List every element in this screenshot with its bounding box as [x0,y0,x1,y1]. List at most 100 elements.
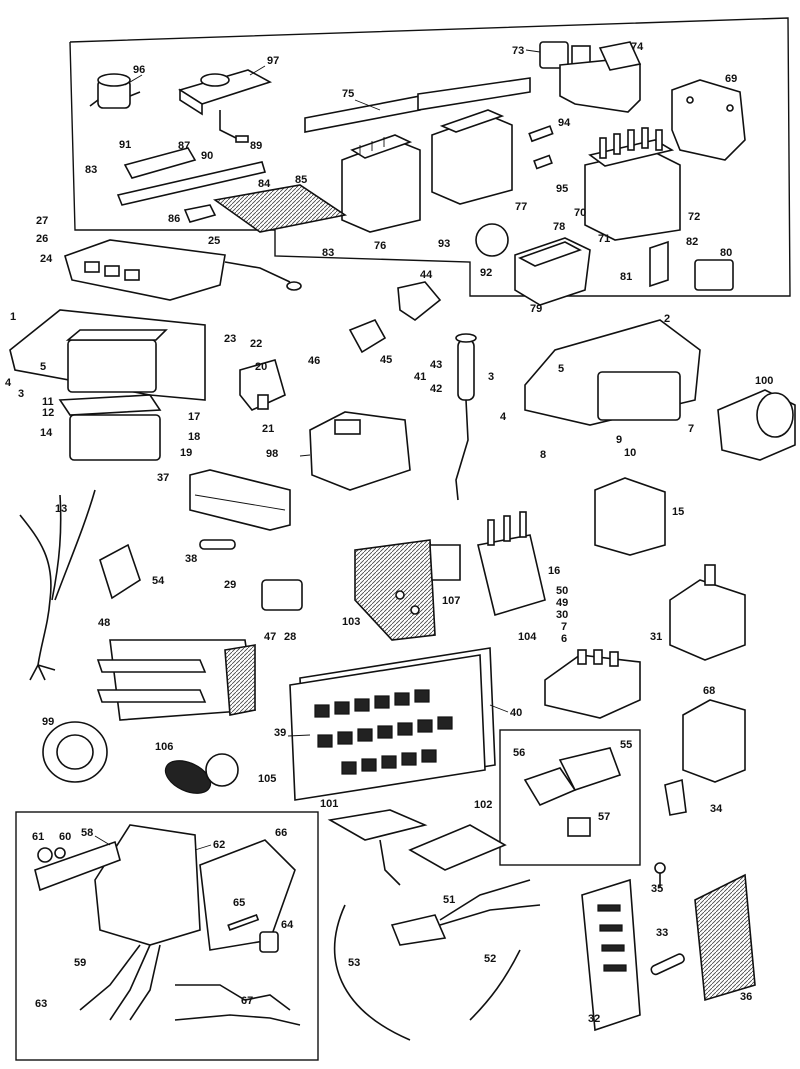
callout-106: 106 [155,741,173,753]
callout-4b: 4 [500,411,507,423]
callout-89: 89 [250,140,262,152]
part-20-21-plug [239,359,286,411]
part-54-switch [99,543,141,600]
part-13-harness [19,489,96,681]
part-31-relay [669,564,746,661]
callout-4: 4 [5,377,12,389]
callout-22: 22 [250,338,262,350]
callout-84: 84 [258,178,271,190]
top-group-frame [69,17,791,297]
callout-103: 103 [342,616,360,628]
callout-70: 70 [574,207,586,219]
callout-65: 65 [233,897,245,909]
control-box-group-frame [15,811,319,1061]
part-55-56-relay-bracket [523,747,622,807]
callout-28: 28 [284,631,296,643]
part-105-106-diodes [164,753,239,794]
callout-19: 19 [180,447,192,459]
callout-37: 37 [157,472,169,484]
part-52-lead [469,949,521,1021]
callout-60: 60 [59,831,71,843]
callout-81: 81 [620,271,632,283]
callout-34: 34 [710,803,723,815]
part-101-resistor-plate [327,809,428,886]
callout-49: 49 [556,597,568,609]
callout-87: 87 [178,140,190,152]
callout-101: 101 [320,798,338,810]
part-99-flasher-unit [42,721,108,783]
callout-75: 75 [342,88,354,100]
callout-69: 69 [725,73,737,85]
callout-96: 96 [133,64,145,76]
callout-52: 52 [484,953,496,965]
part-94-fuse-holder [528,125,554,170]
part-66-cover-plate [199,839,296,951]
callout-59: 59 [74,957,86,969]
part-86-clip [183,204,217,223]
part-53-lead [333,904,411,1041]
callout-27: 27 [36,215,48,227]
callout-1: 1 [10,311,16,323]
callout-79: 79 [530,303,542,315]
callout-56: 56 [513,747,525,759]
part-33-fuse [650,953,685,976]
callout-18: 18 [188,431,200,443]
part-34-clip [664,778,687,816]
part-67-lead [174,984,301,1026]
callout-67: 67 [241,995,253,1007]
callout-8: 8 [540,449,546,461]
callout-102: 102 [474,799,492,811]
callout-107: 107 [442,595,460,607]
callout-39: 39 [274,727,286,739]
callout-5b: 5 [558,363,564,375]
part-76-control-box [341,134,421,233]
callout-23: 23 [224,333,236,345]
callout-6: 6 [561,633,567,645]
part-64-spacer [259,931,279,953]
part-90-resistor [123,147,197,179]
callout-58: 58 [81,827,93,839]
part-24-fuse-box-cover [64,239,302,301]
part-69-bracket [671,79,746,161]
callout-92: 92 [480,267,492,279]
callout-54: 54 [152,575,165,587]
callout-44: 44 [420,269,433,281]
callout-86: 86 [168,213,180,225]
callout-97: 97 [267,55,279,67]
part-92-flasher [475,223,509,257]
part-32-fuse-block [581,878,641,1032]
callout-29: 29 [224,579,236,591]
callout-104: 104 [518,631,537,643]
callout-77: 77 [515,201,527,213]
callout-82: 82 [686,236,698,248]
callout-51: 51 [443,894,455,906]
callout-73: 73 [512,45,524,57]
callout-95: 95 [556,183,568,195]
callout-41: 41 [414,371,426,383]
callout-99: 99 [42,716,54,728]
part-58-62-control-box [34,824,201,1021]
part-75-mounting-plate [304,77,531,133]
callout-61: 61 [32,831,44,843]
part-96-ignition-coil [89,73,141,109]
callout-100: 100 [755,375,773,387]
callout-48: 48 [98,617,110,629]
callout-50: 50 [556,585,568,597]
part-103-107-mounting-plate [354,539,461,641]
callout-20: 20 [255,361,267,373]
callout-64: 64 [281,919,294,931]
callout-12: 12 [42,407,54,419]
callout-55: 55 [620,739,632,751]
callout-7: 7 [688,423,694,435]
part-1-control-box-bracket [9,309,206,401]
part-14-control-box [58,394,162,461]
callout-24: 24 [40,253,53,265]
part-44-45-relay [348,281,442,354]
part-38-fuse [199,539,236,550]
callout-72: 72 [688,211,700,223]
callout-32: 32 [588,1013,600,1025]
callout-90: 90 [201,150,213,162]
part-70-71-relay-block [584,127,681,241]
callout-5: 5 [40,361,46,373]
